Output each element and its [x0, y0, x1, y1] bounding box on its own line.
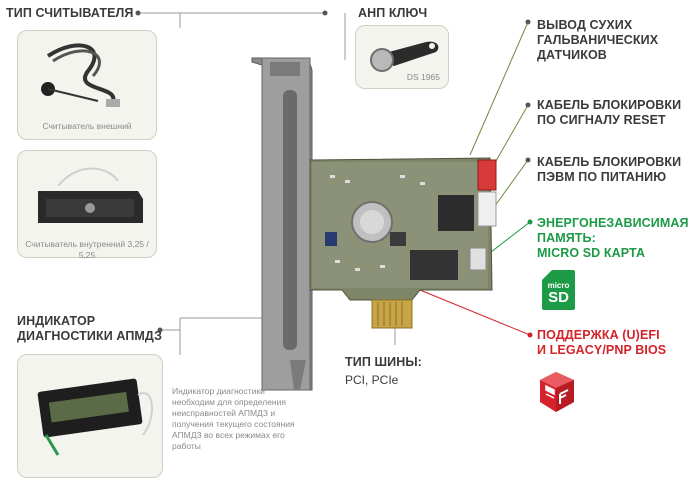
external-reader-caption: Считыватель внешний [42, 121, 132, 131]
internal-reader-image [38, 167, 143, 223]
indicator-title-line-1: ИНДИКАТОР [17, 314, 96, 328]
bus-type-title: ТИП ШИНЫ: [345, 355, 422, 369]
internal-reader-box: Считыватель внутренний 3,25 / 5,25 [17, 150, 157, 260]
diagnostic-indicator-image [37, 378, 154, 456]
key-title: АНП КЛЮЧ [358, 6, 428, 20]
reader-type-title: ТИП СЧИТЫВАТЕЛЯ [6, 6, 134, 20]
microsd-logo-line2: SD [548, 289, 569, 306]
bus-type-value: PCI, PCIe [345, 373, 399, 387]
reset-cable-label: КАБЕЛЬ БЛОКИРОВКИ ПО СИГНАЛУ RESET [537, 98, 682, 127]
indicator-description: Индикатор диагностики необходим для опре… [172, 386, 295, 451]
power-cable-label: КАБЕЛЬ БЛОКИРОВКИ ПЭВМ ПО ПИТАНИЮ [537, 155, 682, 184]
key-box: DS 1965 [355, 25, 449, 89]
key-model: DS 1965 [406, 72, 440, 82]
dry-contacts-label: ВЫВОД СУХИХ ГАЛЬВАНИЧЕСКИХ ДАТЧИКОВ [537, 18, 659, 62]
indicator-title: ИНДИКАТОР ДИАГНОСТИКИ АПМДЗ [17, 314, 162, 344]
microsd-logo-icon: micro SD [542, 270, 575, 310]
bios-support-label: ПОДДЕРЖКА (U)EFI И LEGACY/PnP BIOS [537, 328, 667, 357]
indicator-box [17, 354, 163, 478]
microsd-logo-line1: micro [547, 281, 570, 290]
touch-memory-key-icon [370, 41, 439, 72]
external-reader-image [41, 43, 120, 107]
indicator-title-line-2: ДИАГНОСТИКИ АПМДЗ [17, 329, 163, 343]
external-reader-box: Считыватель внешний [17, 30, 157, 140]
nonvolatile-memory-label: ЭНЕРГОНЕЗАВИСИМАЯ ПАМЯТЬ: MICRO SD КАРТА [537, 216, 689, 260]
internal-reader-caption: Считыватель внутренний 3,25 / 5,25 [25, 239, 149, 260]
